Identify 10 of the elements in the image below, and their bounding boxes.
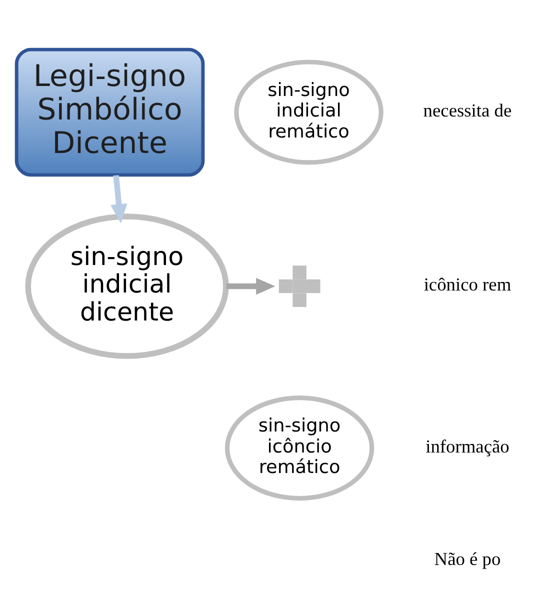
node-ellipse: sin-signo indicial remático xyxy=(234,60,383,165)
arrow xyxy=(226,278,275,295)
label: necessita de xyxy=(422,100,512,121)
label: Não é po xyxy=(434,548,500,569)
node-ellipse: sin-signo indicial dicente xyxy=(24,214,228,359)
node-box: Legi-signo Simbólico Dicente xyxy=(14,48,204,177)
label: informação xyxy=(425,436,509,456)
label: icônico rem xyxy=(423,274,511,295)
node-ellipse: sin-signo icôncio remático xyxy=(224,396,374,501)
arrow xyxy=(110,175,127,224)
